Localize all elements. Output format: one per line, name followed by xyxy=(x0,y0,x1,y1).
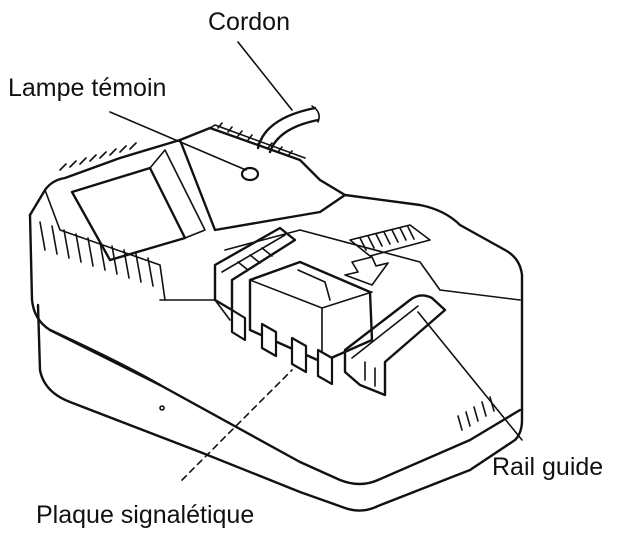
arrow-down-icon xyxy=(344,256,389,286)
left-guide-rail xyxy=(213,226,297,312)
side-vent-icon xyxy=(457,396,495,431)
leader-rail xyxy=(417,311,523,441)
label-pilot-lamp: Lampe témoin xyxy=(8,74,167,102)
label-cord: Cordon xyxy=(208,8,290,36)
leader-lamp xyxy=(109,111,247,171)
pilot-lamp-icon xyxy=(240,166,260,182)
label-name-plate: Plaque signalétique xyxy=(36,501,255,529)
top-window xyxy=(70,149,206,262)
screw-icon xyxy=(159,405,165,411)
cord xyxy=(256,105,320,154)
rear-vent-icon xyxy=(349,224,431,257)
leader-plate xyxy=(181,369,293,481)
charger-body xyxy=(28,126,524,512)
right-guide-rail xyxy=(343,294,447,397)
leader-cord xyxy=(237,41,293,111)
label-guide-rail: Rail guide xyxy=(492,453,604,481)
left-vent-icon xyxy=(39,142,154,287)
terminal-block xyxy=(230,260,374,386)
leader-lines xyxy=(109,41,523,481)
